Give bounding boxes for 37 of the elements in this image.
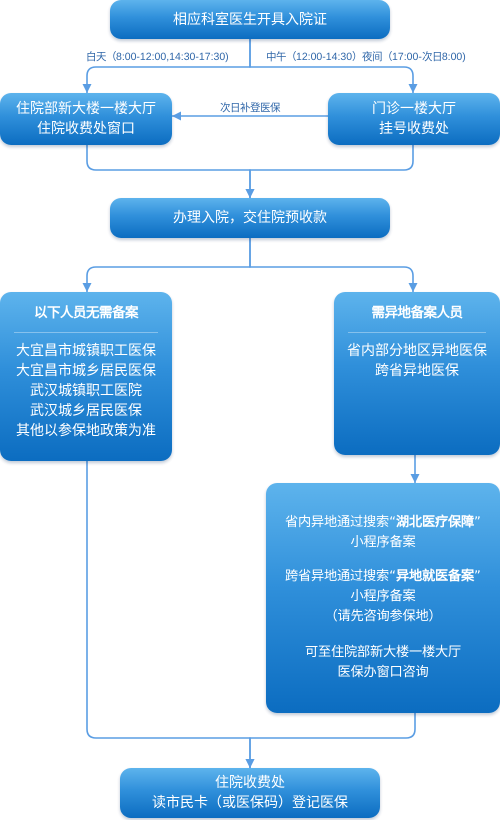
box-text: 住院部新大楼一楼大厅 [16,100,156,119]
edge-label: 次日补登医保 [218,102,282,115]
box-text: 读市民卡（或医保码）登记医保 [152,794,348,813]
box-heading: 以下人员无需备案 [34,304,138,323]
process-box [110,198,390,238]
list-item: 省内部分地区异地医保 [347,342,487,361]
box-heading: 需异地备案人员 [372,304,462,323]
edge-label: 中午（12:00-14:30）夜间（17:00-次日8:00) [264,51,468,64]
flow-arrow [249,238,418,292]
list-item: 武汉城镇职工医院 [30,382,142,401]
flow-arrow [410,455,420,483]
process-box [110,0,390,39]
flow-arrow [249,39,418,93]
box-text: 门诊一楼大厅 [372,100,456,119]
list-item: 大宜昌市城镇职工医保 [16,342,156,361]
process-box [0,93,172,145]
process-box [328,93,500,145]
flow-arrow [246,713,416,768]
list-item: 跨省异地医保 [375,362,459,381]
list-item: 武汉城乡居民医保 [30,402,142,421]
list-item: 其他以参保地政策为准 [16,422,156,441]
process-box [334,292,500,455]
flow-arrow [172,112,328,120]
box-text: 可至住院部新大楼一楼大厅医保办窗口咨询 [304,644,462,682]
box-text: 相应科室医生开具入院证 [173,10,327,30]
box-text: 住院收费处 [215,774,285,793]
box-text: 跨省异地通过搜索“异地就医备案”小程序备案 [284,568,482,606]
box-text: 办理入院，交住院预收款 [173,208,327,228]
box-text: 挂号收费处 [379,120,449,139]
box-text: （请先咨询参保地） [324,608,442,626]
process-box [120,768,380,818]
flow-arrow [246,145,414,198]
box-text: 住院收费处窗口 [37,120,135,139]
process-box [0,292,172,461]
process-box [266,483,500,713]
box-text: 省内异地通过搜索“湖北医疗保障”小程序备案 [284,514,482,552]
list-item: 大宜昌市城乡居民医保 [16,362,156,381]
